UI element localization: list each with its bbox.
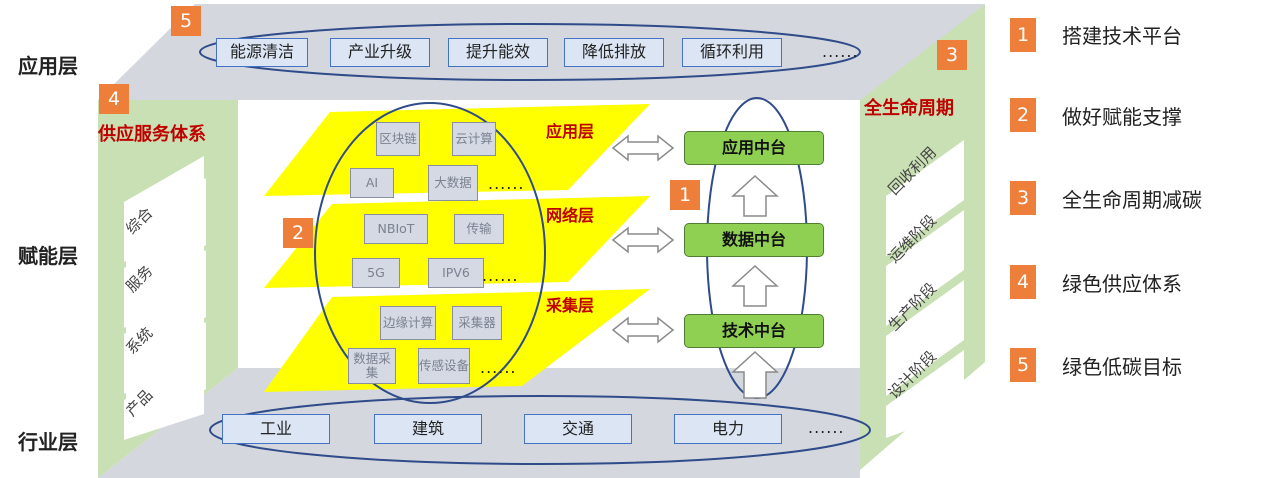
badge-5: 5 [171,6,201,36]
legend-badge: 5 [1010,348,1036,382]
tech-more-dots: ...... [482,266,519,285]
tech-box-cloud: 云计算 [452,122,496,156]
tech-more-dots: ...... [480,358,517,377]
legend-text: 搭建技术平台 [1062,24,1182,48]
target-box: 循环利用 [682,38,782,67]
legend-text: 全生命周期减碳 [1062,188,1202,212]
badge-1: 1 [670,180,700,210]
tech-layer-app: 应用层 [546,122,595,141]
tech-box-5g: 5G [352,258,400,288]
layer-label-enabling: 赋能层 [18,244,78,268]
legend-badge: 2 [1010,98,1036,132]
badge-2: 2 [283,218,313,248]
left-panel-white [124,156,204,440]
industry-box: 交通 [524,414,632,444]
tech-layer-network: 网络层 [546,206,595,225]
supply-system-title: 供应服务体系 [98,124,206,145]
target-box: 降低排放 [564,38,664,67]
industry-box: 建筑 [374,414,482,444]
target-box: 能源清洁 [216,38,308,67]
badge-3: 3 [937,40,967,70]
tech-box-edge: 边缘计算 [380,306,436,340]
legend-badge: 3 [1010,181,1036,215]
industry-more-dots: ...... [808,418,845,437]
badge-4: 4 [99,84,129,114]
tech-box-nbiot: NBIoT [364,214,428,244]
layer-label-industry: 行业层 [18,430,78,454]
layer-label-application: 应用层 [18,54,78,78]
legend-text: 做好赋能支撑 [1062,105,1182,129]
tech-box-ipv6: IPV6 [428,258,484,288]
tech-layer-collect: 采集层 [546,296,595,315]
legend-text: 绿色低碳目标 [1062,355,1182,379]
target-box: 提升能效 [448,38,548,67]
tech-box-transmit: 传输 [454,214,504,244]
platform-technology: 技术中台 [684,314,824,348]
right-panel-white [886,140,964,438]
tech-more-dots: ...... [488,174,525,193]
top-more-dots: ...... [822,42,859,61]
tech-box-datacollect: 数据采集 [348,348,396,384]
tech-box-blockchain: 区块链 [376,122,420,156]
tech-box-collector: 采集器 [452,306,502,340]
platform-data: 数据中台 [684,223,824,257]
tech-box-bigdata: 大数据 [428,165,478,201]
legend-badge: 1 [1010,18,1036,52]
lifecycle-title: 全生命周期 [864,98,954,119]
legend-badge: 4 [1010,265,1036,299]
tech-box-ai: AI [350,168,394,198]
industry-box: 电力 [674,414,782,444]
industry-box: 工业 [222,414,330,444]
platform-application: 应用中台 [684,131,824,165]
tech-box-sensor: 传感设备 [418,348,470,384]
legend-text: 绿色供应体系 [1062,272,1182,296]
target-box: 产业升级 [330,38,430,67]
